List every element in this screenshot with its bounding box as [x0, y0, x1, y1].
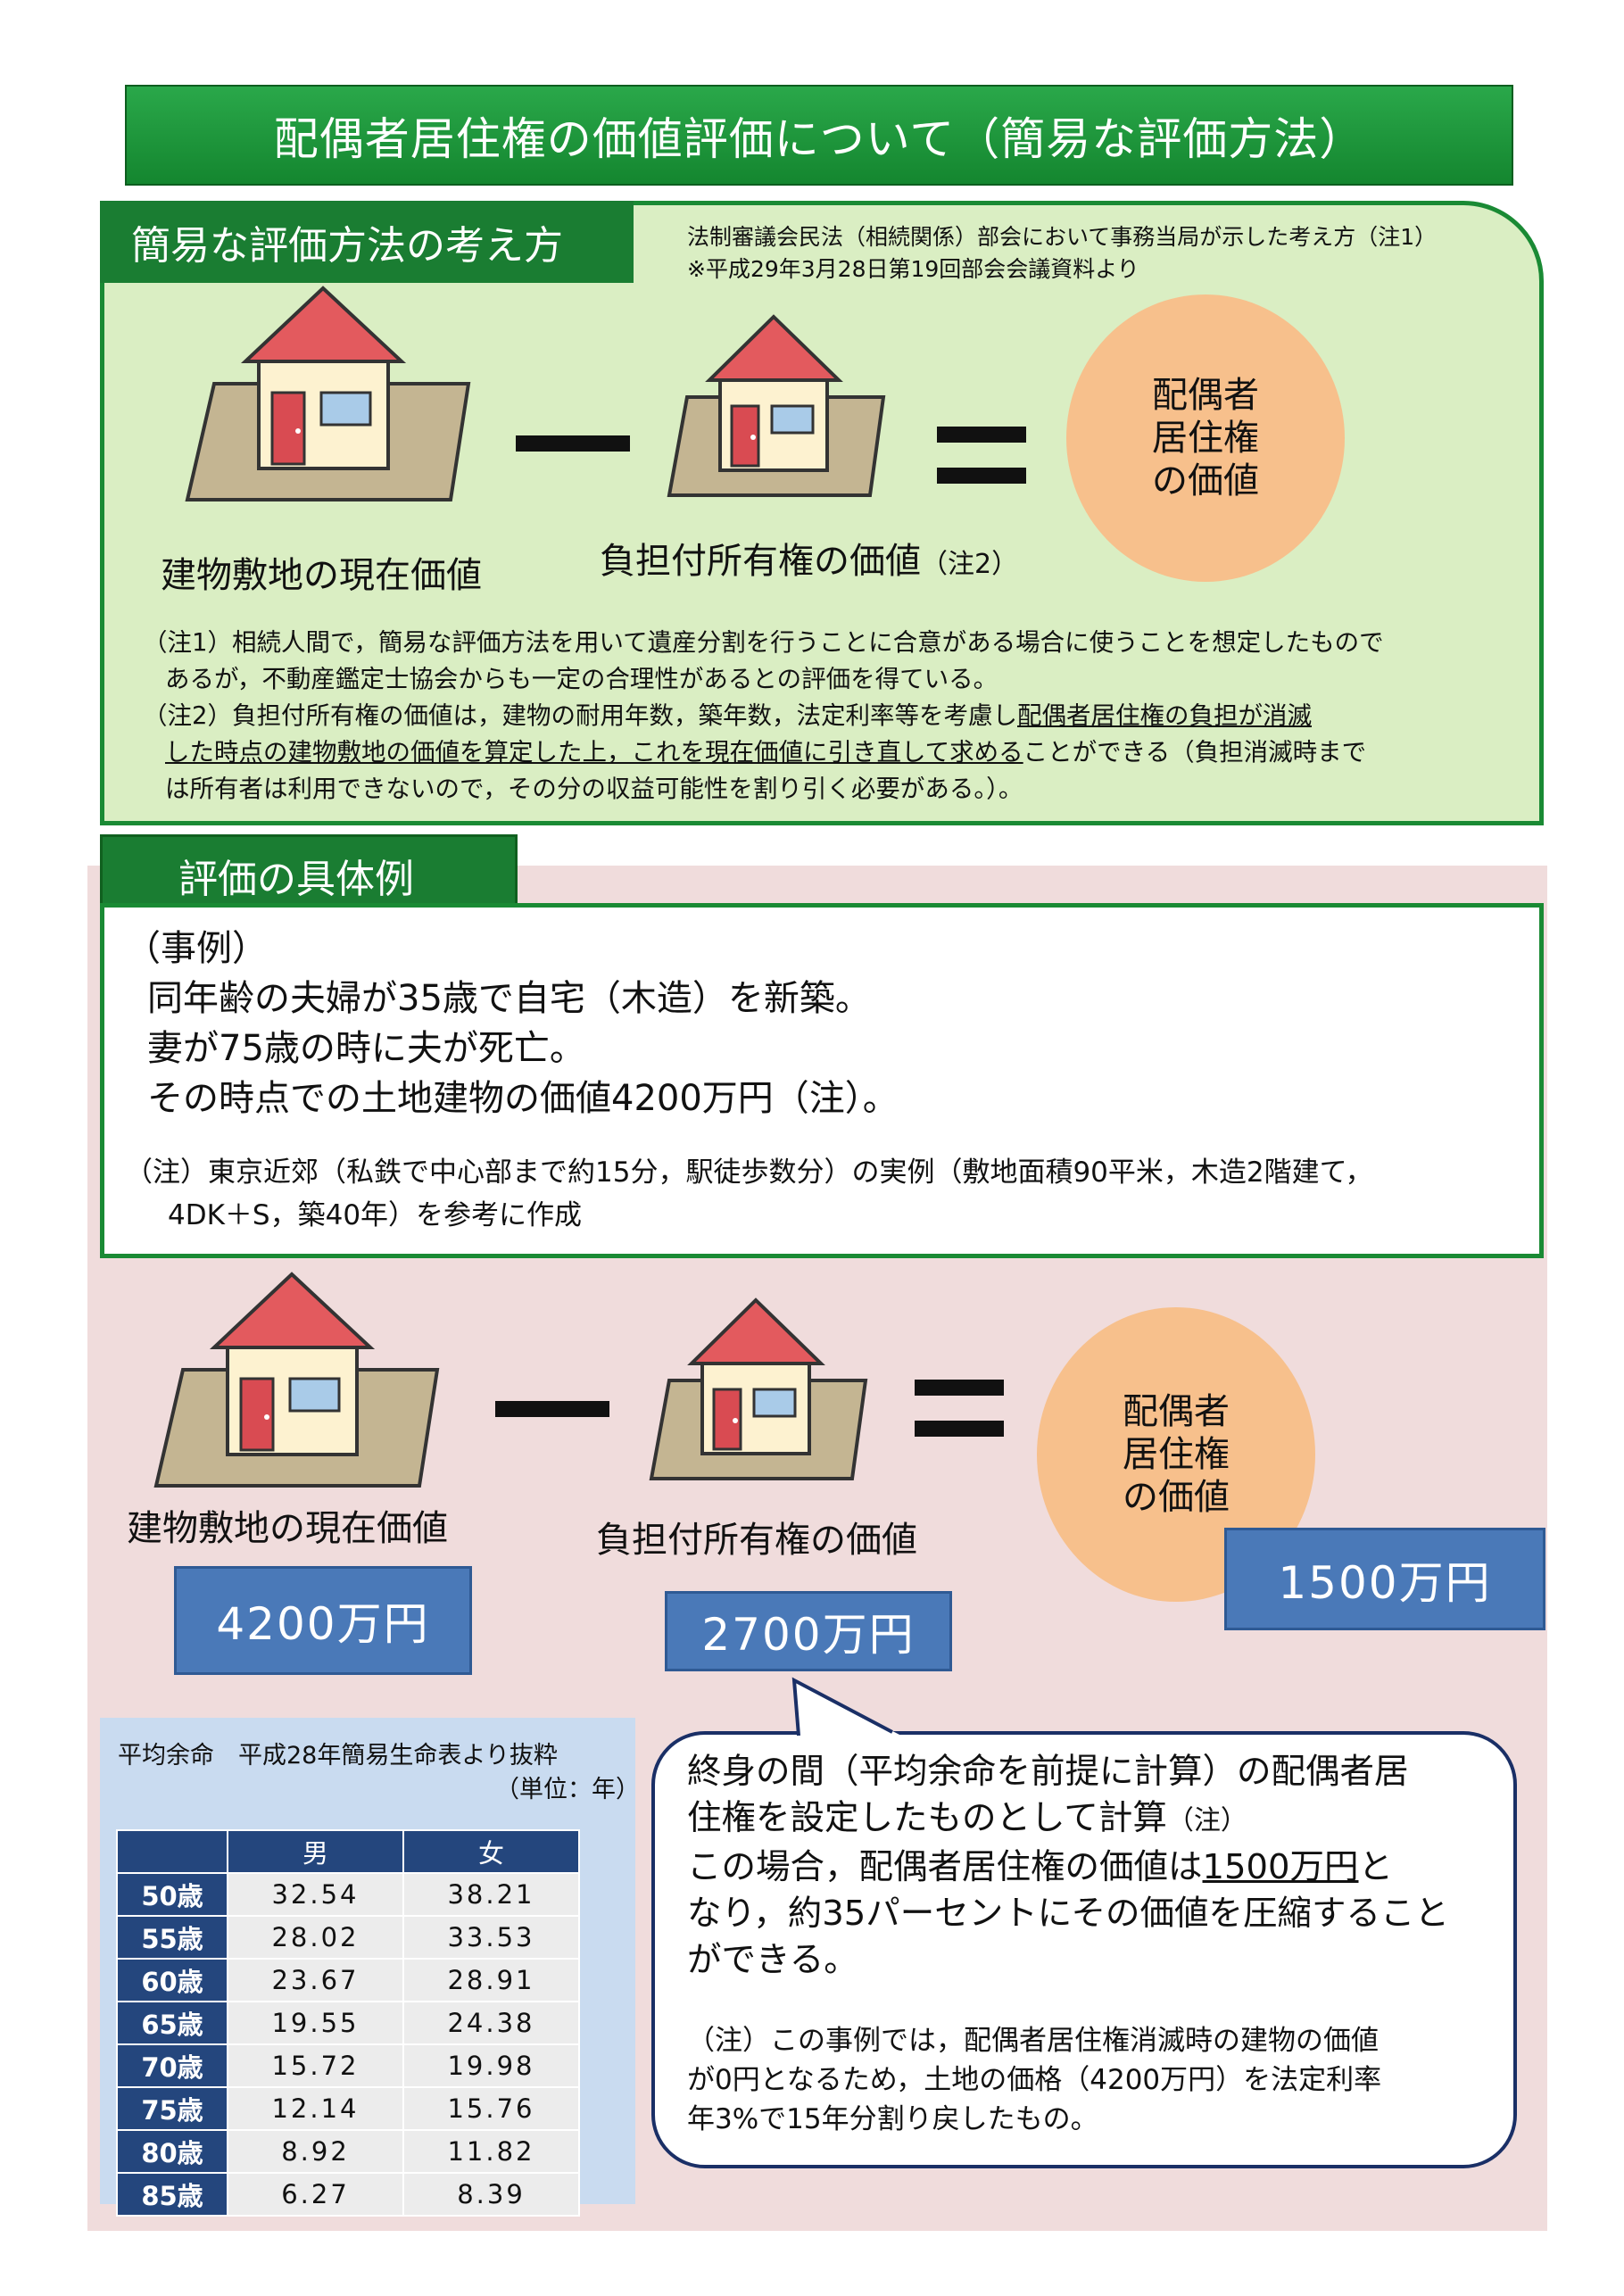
minus-sign	[495, 1401, 609, 1417]
current-value-box: 4200万円	[174, 1566, 472, 1675]
method-notes: （注1）相続人間で，簡易な評価方法を用いて遺産分割を行うことに合意がある場合に使…	[143, 625, 1517, 808]
equals-sign	[937, 427, 1026, 484]
note-2-line-2: した時点の建物敷地の価値を算定した上，これを現在価値に引き直して求めることができ…	[165, 738, 1367, 767]
burdened-value-label: 負担付所有権の価値	[596, 1520, 917, 1561]
oval-line: の価値	[1123, 1477, 1230, 1518]
table-header-cell: 女	[402, 1829, 580, 1874]
source-line-1: 法制審議会民法（相続関係）部会において事務当局が示した考え方（注1）	[687, 224, 1438, 250]
house-with-land-icon	[153, 1272, 440, 1488]
case-heading: （事例）	[125, 928, 268, 969]
note-1-line-2: あるが，不動産鑑定士協会からも一定の合理性があるとの評価を得ている。	[165, 665, 998, 693]
case-line-1: 同年齢の夫婦が35歳で自宅（木造）を新築。	[147, 978, 871, 1019]
callout-line: この場合，配偶者居住権の価値は1500万円と	[687, 1847, 1394, 1887]
table-header-cell: 男	[227, 1829, 404, 1874]
oval-line: 居住権	[1123, 1434, 1230, 1475]
oval-line: 配偶者	[1123, 1391, 1230, 1432]
case-box	[100, 903, 1544, 1258]
note-2-line-3: は所有者は利用できないので，その分の収益可能性を割り引く必要がある。）。	[165, 775, 1023, 803]
case-text: （事例） 同年齢の夫婦が35歳で自宅（木造）を新築。 妻が75歳の時に夫が死亡。…	[125, 924, 899, 1123]
oval-line: 居住権	[1152, 418, 1259, 459]
oval-line: 配偶者	[1152, 375, 1259, 416]
source-line-2: ※平成29年3月28日第19回部会会議資料より	[687, 256, 1139, 282]
callout-line: なり，約35パーセントにその価値を圧縮すること	[687, 1894, 1450, 1934]
current-value-label: 建物敷地の現在価値	[161, 555, 482, 596]
method-section-tab: 簡易な評価方法の考え方	[100, 201, 634, 283]
table-header-cell	[116, 1829, 228, 1874]
example-section-tab: 評価の具体例	[100, 834, 518, 916]
oval-line: の価値	[1152, 460, 1259, 501]
callout-text: 終身の間（平均余命を前提に計算）の配偶者居 住権を設定したものとして計算（注） …	[687, 1749, 1499, 1984]
callout-line: 終身の間（平均余命を前提に計算）の配偶者居	[687, 1752, 1409, 1792]
case-line-2: 妻が75歳の時に夫が死亡。	[147, 1028, 585, 1069]
note-2-line-1: （注2）負担付所有権の価値は，建物の耐用年数，築年数，法定利率等を考慮し配偶者居…	[143, 701, 1312, 730]
method-source: 法制審議会民法（相続関係）部会において事務当局が示した考え方（注1） ※平成29…	[687, 221, 1437, 286]
burdened-value-label: 負担付所有権の価値（注2）	[600, 541, 1019, 582]
callout-note-line: 年3%で15年分割り戻したもの。	[687, 2103, 1098, 2135]
spousal-right-value-box: 1500万円	[1224, 1528, 1545, 1630]
callout-pointer	[791, 1677, 901, 1737]
burdened-value-box: 2700万円	[665, 1591, 952, 1671]
current-value-label: 建物敷地の現在価値	[127, 1508, 448, 1549]
minus-sign	[516, 435, 630, 452]
page-title: 配偶者居住権の価値評価について（簡易な評価方法）	[125, 85, 1513, 186]
house-with-land-icon	[649, 1297, 868, 1480]
callout-line: 住権を設定したものとして計算（注）	[687, 1798, 1247, 1838]
case-note: （注）東京近郊（私鉄で中心部まで約15分，駅徒歩数分）の実例（敷地面積90平米，…	[125, 1151, 1372, 1237]
life-table-unit: （単位：年）	[495, 1776, 640, 1803]
callout-note-line: が0円となるため，土地の価格（4200万円）を法定利率	[687, 2064, 1382, 2096]
table-header-row: 男 女	[116, 1829, 580, 1874]
equals-sign	[915, 1380, 1004, 1437]
house-with-land-icon	[185, 286, 471, 501]
callout-note: （注）この事例では，配偶者居住権消滅時の建物の価値 が0円となるため，土地の価格…	[687, 2021, 1499, 2139]
callout-note-line: （注）この事例では，配偶者居住権消滅時の建物の価値	[687, 2025, 1379, 2057]
callout-line: ができる。	[687, 1940, 858, 1980]
spousal-right-oval: 配偶者 居住権 の価値	[1066, 294, 1345, 582]
case-line-3: その時点での土地建物の価値4200万円（注）。	[147, 1078, 899, 1119]
case-note-line-1: （注）東京近郊（私鉄で中心部まで約15分，駅徒歩数分）の実例（敷地面積90平米，…	[125, 1156, 1373, 1189]
life-table-caption: 平均余命 平成28年簡易生命表より抜粋	[118, 1742, 558, 1770]
explanation-callout	[651, 1731, 1517, 2168]
note-1-line-1: （注1）相続人間で，簡易な評価方法を用いて遺産分割を行うことに合意がある場合に使…	[143, 628, 1384, 657]
case-note-line-2: 4DK＋S，築40年）を参考に作成	[168, 1199, 583, 1231]
house-with-land-icon	[667, 314, 886, 497]
